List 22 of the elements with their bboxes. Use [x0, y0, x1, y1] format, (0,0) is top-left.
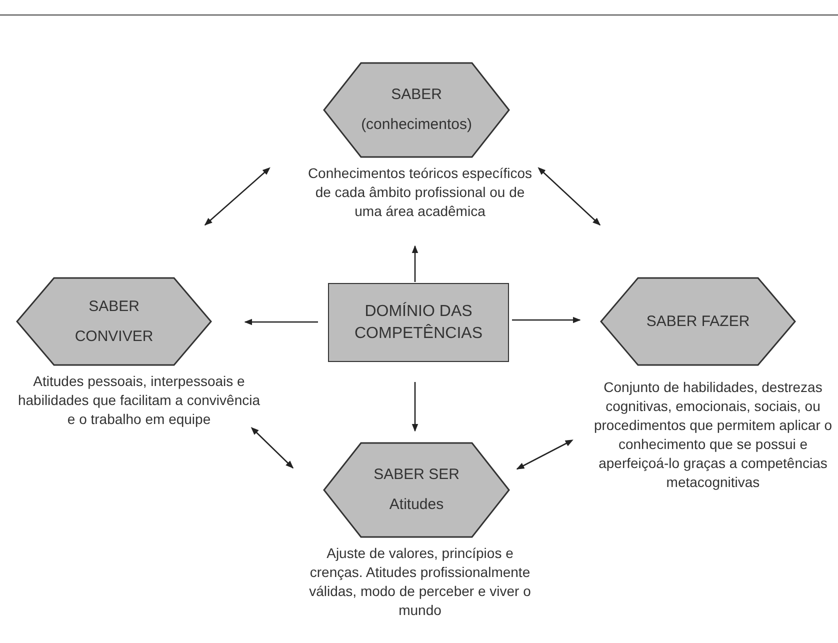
hexagon-node	[323, 62, 510, 158]
description-text: Atitudes pessoais, interpessoais e habilidades que facilitam a convivência e o trabalho em equipe	[16, 372, 262, 429]
process-box	[328, 283, 509, 362]
description-text: Ajuste de valores, princípios e crenças. Atitudes profissionalmente válidas, modo de perceber e viver o mundo	[308, 544, 532, 620]
arrow	[512, 316, 581, 324]
arrow	[412, 382, 418, 432]
hexagon-node	[323, 442, 510, 538]
node-label: SABER CONVIVER	[74, 296, 154, 346]
arrow	[204, 167, 270, 226]
node-label: SABER (conhecimentos)	[360, 85, 473, 135]
arrow	[250, 426, 294, 469]
description-text: Conjunto de habilidades, destrezas cognitivas, emocionais, sociais, ou procedimentos que permitem aplicar o conhecimento que se possui e aperfeiçoá-lo graças a competências metacognitivas	[592, 378, 834, 492]
arrow	[538, 167, 601, 226]
hexagon-node	[16, 277, 212, 366]
arrow	[516, 440, 574, 470]
node-label: DOMÍNIO DAS COMPETÊNCIAS	[353, 301, 484, 344]
arrow	[244, 318, 318, 326]
description-text: Conhecimentos teóricos específicos de cada âmbito profissional ou de uma área acadêmica	[306, 164, 534, 221]
hexagon-node	[600, 277, 796, 366]
arrow	[412, 245, 418, 282]
node-label: SABER SER Atitudes	[372, 465, 460, 515]
node-label: SABER FAZER	[645, 312, 751, 332]
